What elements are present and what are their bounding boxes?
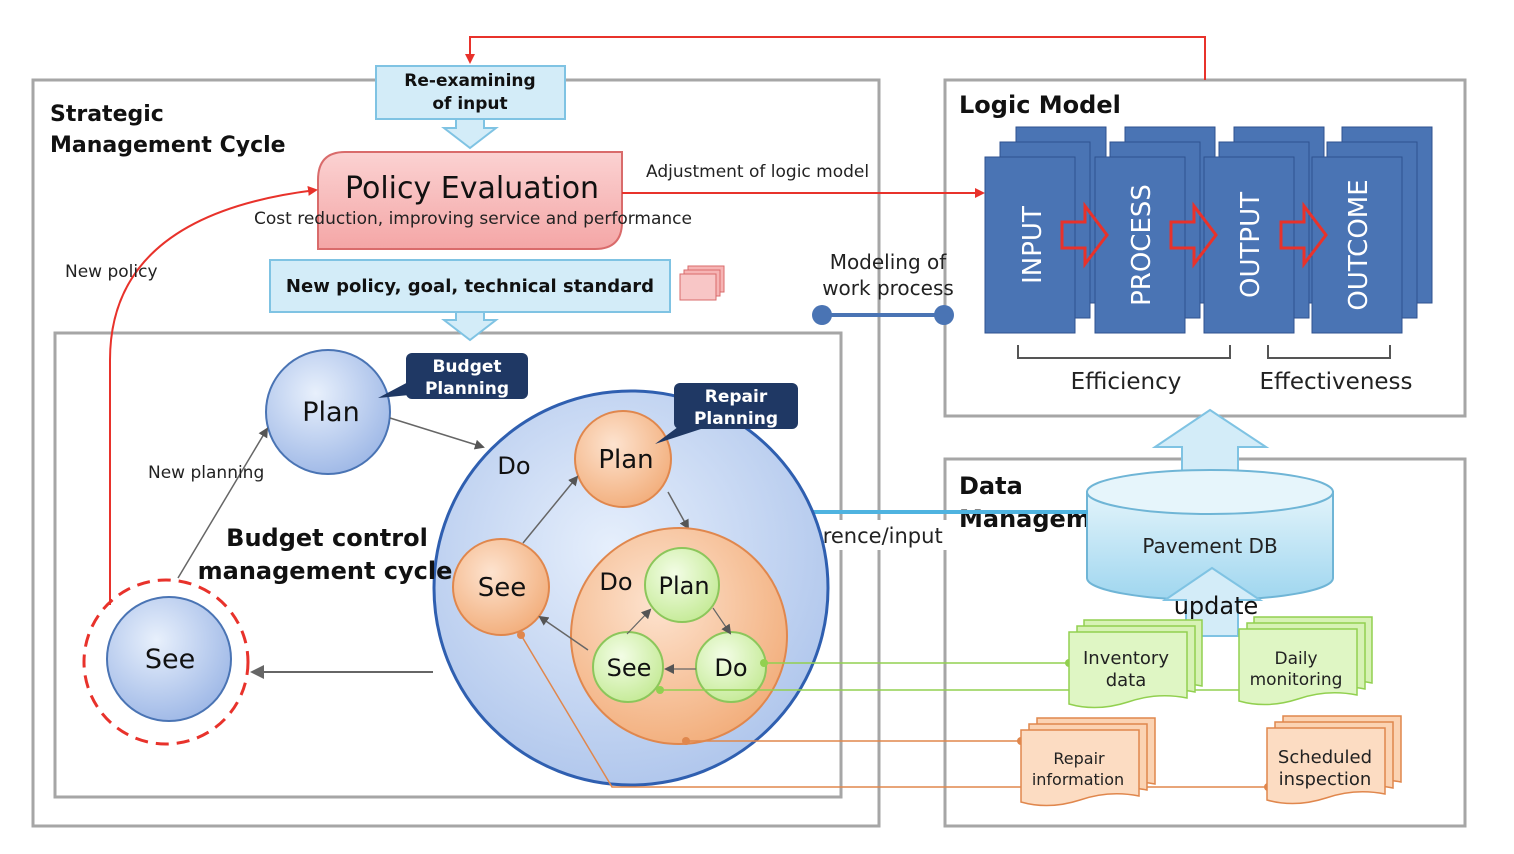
- strategic-cycle-title-2: Management Cycle: [50, 133, 286, 158]
- repair-planning-tag: [674, 383, 798, 429]
- repair-plan-label: Plan: [598, 445, 653, 475]
- inventory-doc: Inventory data: [1068, 619, 1203, 709]
- budget-plan-circle: [265, 349, 391, 475]
- logic-stage-output: OUTPUT: [1236, 192, 1266, 298]
- repair-planning-tag-l2: Planning: [694, 409, 778, 429]
- repair-planning-tag-l1: Repair: [705, 387, 768, 407]
- repair-information-doc: Repair information: [1020, 717, 1156, 807]
- efficiency-brace: [1017, 345, 1231, 359]
- document-stack-icon: [679, 265, 725, 301]
- scheduled-label-2: inspection: [1279, 769, 1372, 790]
- repair-see-circle: [452, 538, 550, 636]
- budget-cycle-title: Budget control: [226, 524, 428, 552]
- scheduled-label-1: Scheduled: [1278, 747, 1372, 768]
- logic-arrow-1: [1060, 201, 1109, 269]
- effectiveness-brace: [1267, 345, 1391, 359]
- inner-plan-circle: [644, 547, 720, 623]
- budget-see-circle: [106, 596, 232, 722]
- repair-info-label-2: information: [1032, 770, 1124, 789]
- modeling-label-2: work process: [822, 276, 954, 300]
- reexamining-down-arrow: [441, 118, 499, 150]
- logic-block-process: PROCESS: [1094, 126, 1216, 334]
- reexamining-line2: of input: [432, 94, 507, 114]
- repair-info-label-1: Repair: [1053, 749, 1105, 768]
- logic-block-outcome: OUTCOME: [1311, 126, 1433, 334]
- logic-arrow-2: [1169, 201, 1218, 269]
- budget-do-label: Do: [497, 452, 530, 480]
- policy-evaluation-subtitle: Cost reduction, improving service and pe…: [254, 209, 692, 229]
- inner-see-to-plan: [626, 608, 652, 635]
- policy-evaluation-shape: [317, 151, 623, 250]
- update-label: update: [1174, 592, 1259, 620]
- repair-see-label: See: [478, 573, 527, 603]
- budget-see-label: See: [145, 644, 195, 675]
- daily-label-1: Daily: [1274, 649, 1317, 669]
- budget-planning-tag-l2: Planning: [425, 379, 509, 399]
- repair-see-to-plan: [522, 475, 579, 544]
- logic-stage-outcome: OUTCOME: [1344, 179, 1374, 310]
- logic-arrow-3: [1279, 201, 1328, 269]
- budget-cycle-box: [53, 331, 843, 799]
- daily-monitoring-doc: Daily monitoring: [1238, 616, 1373, 706]
- modeling-connector-end-left: [812, 305, 832, 325]
- effectiveness-label: Effectiveness: [1259, 369, 1412, 395]
- new-policy-down-arrow: [441, 311, 499, 342]
- modeling-connector-end-right: [934, 305, 954, 325]
- inner-see-circle: [592, 631, 664, 703]
- inventory-label-1: Inventory: [1083, 648, 1169, 669]
- inner-plan-to-do: [712, 607, 732, 635]
- reexamining-line1: Re-examining: [404, 71, 535, 91]
- inner-plan-label: Plan: [658, 572, 709, 600]
- repair-plan-to-do: [667, 491, 689, 530]
- pavement-db: Pavement DB: [1086, 469, 1334, 601]
- modeling-label-1: Modeling of: [830, 250, 948, 274]
- inner-see-label: See: [607, 654, 652, 682]
- new-planning-label: New planning: [148, 463, 264, 483]
- budget-plan-label: Plan: [302, 397, 359, 428]
- logic-model-title: Logic Model: [959, 91, 1121, 119]
- feedback-arrow: [465, 36, 1206, 80]
- new-policy-arrow: [109, 186, 318, 605]
- pavement-db-label: Pavement DB: [1142, 534, 1277, 558]
- inventory-label-2: data: [1106, 670, 1147, 691]
- logic-stage-process: PROCESS: [1127, 184, 1157, 306]
- efficiency-label: Efficiency: [1071, 369, 1182, 395]
- budget-cycle-title-2: management cycle: [198, 557, 453, 585]
- db-to-logic-arrow: [1151, 408, 1270, 479]
- see-dashed-ring: [82, 578, 250, 746]
- new-policy-label: New policy: [65, 262, 158, 282]
- reexamining-box: Re-examining of input: [375, 65, 566, 120]
- daily-label-2: monitoring: [1250, 670, 1343, 690]
- update-arrow: [1161, 566, 1264, 637]
- logic-block-input: INPUT: [984, 126, 1107, 334]
- plan-to-do-arrow: [389, 417, 485, 450]
- repair-do-to-see: [538, 615, 589, 651]
- repair-plan-circle: [574, 410, 672, 508]
- strategic-cycle-title: Strategic: [50, 102, 164, 127]
- repair-do-label: Do: [599, 568, 632, 596]
- see-to-plan-arrow: [177, 427, 269, 579]
- scheduled-inspection-doc: Scheduled inspection: [1266, 715, 1402, 805]
- logic-block-output: OUTPUT: [1203, 126, 1325, 334]
- logic-stage-input: INPUT: [1018, 206, 1048, 284]
- budget-planning-tag-l1: Budget: [432, 357, 501, 377]
- budget-planning-tag: [406, 353, 528, 399]
- data-management-title: Data: [959, 472, 1023, 500]
- inner-do-label: Do: [714, 654, 747, 682]
- new-policy-box-text: New policy, goal, technical standard: [286, 276, 654, 297]
- adjustment-label: Adjustment of logic model: [646, 162, 869, 182]
- policy-evaluation-title: Policy Evaluation: [345, 171, 599, 206]
